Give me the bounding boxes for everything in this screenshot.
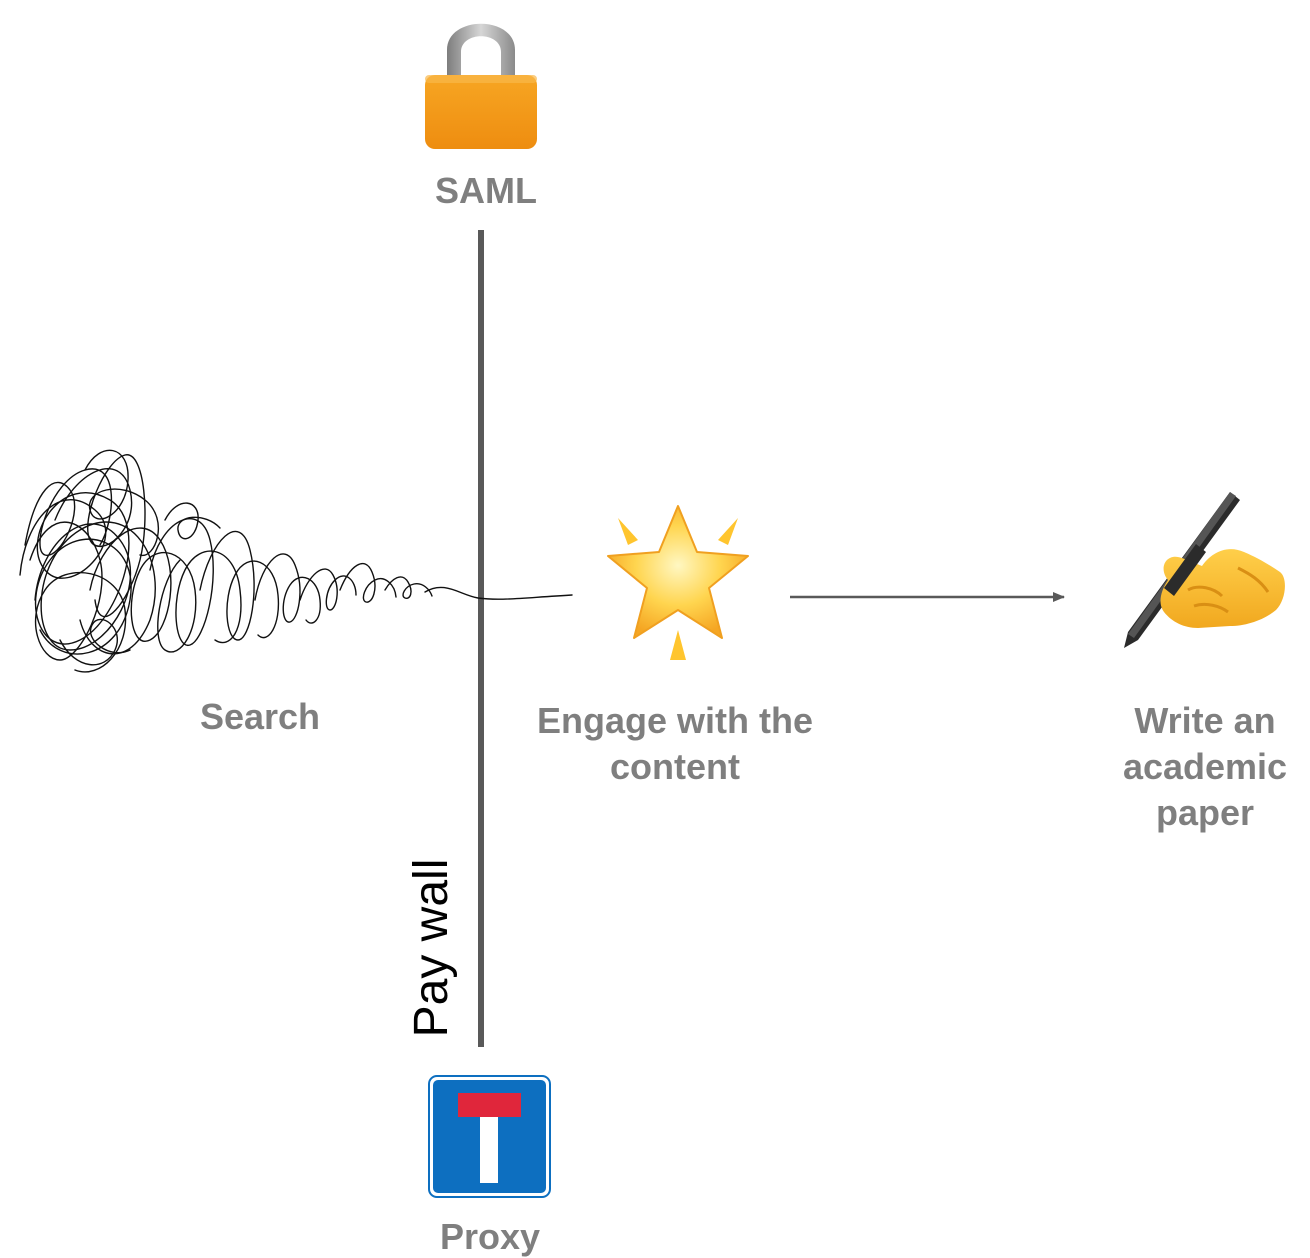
- paywall-label: Pay wall: [405, 858, 458, 1038]
- dead-end-sign-icon: [428, 1075, 551, 1198]
- scribble-icon: [19, 449, 573, 673]
- write-label: Write an academic paper: [1110, 698, 1300, 836]
- proxy-label: Proxy: [439, 1216, 541, 1257]
- saml-label: SAML: [435, 170, 537, 211]
- write-label-line3: paper: [1155, 792, 1255, 833]
- search-label: Search: [199, 696, 321, 737]
- write-label-line2: academic: [1122, 746, 1288, 787]
- write-label-line1: Write an: [1134, 700, 1276, 741]
- engage-label: Engage with the content: [520, 698, 830, 790]
- writing-hand-icon: [1118, 488, 1290, 653]
- glowing-star-icon: [598, 500, 758, 665]
- engage-label-line1: Engage with the: [536, 700, 813, 741]
- lock-icon: [422, 5, 540, 151]
- engage-label-line2: content: [610, 746, 740, 787]
